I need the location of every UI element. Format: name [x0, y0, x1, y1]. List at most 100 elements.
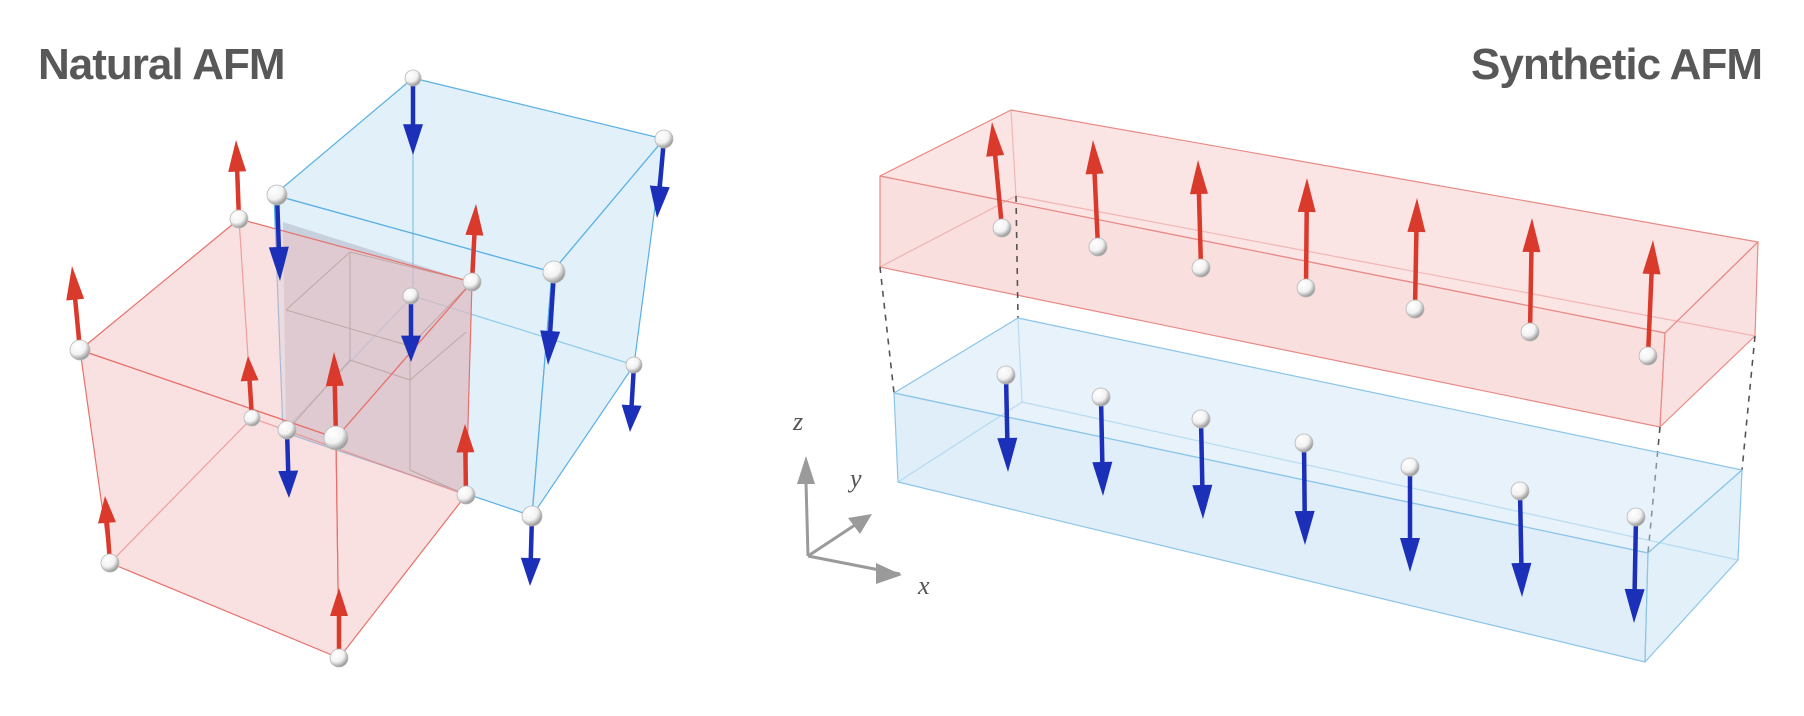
atom-sphere — [456, 485, 476, 505]
spin-site-down-4 — [1400, 457, 1420, 572]
spin-arrowhead — [621, 404, 642, 432]
spin-shaft — [1303, 209, 1309, 291]
z-axis-line — [804, 481, 810, 557]
atom-sphere — [1638, 346, 1658, 366]
spin-shaft — [1196, 191, 1204, 271]
spin-arrowhead — [456, 424, 475, 453]
spin-site-up-1 — [1085, 140, 1108, 257]
atom-sphere — [404, 69, 422, 87]
spin-arrowhead — [403, 124, 423, 155]
y-axis-line — [807, 521, 859, 558]
atom-sphere — [1191, 409, 1211, 429]
spin-shaft — [1301, 440, 1307, 514]
spin-arrowhead — [1085, 140, 1104, 175]
spin-shaft — [1517, 488, 1524, 566]
spin-site-up-11 — [323, 352, 349, 451]
spin-site-down-2 — [1191, 409, 1213, 519]
natural-spins — [66, 69, 674, 668]
spin-arrowhead — [1407, 198, 1426, 233]
z-axis-label: z — [792, 407, 803, 436]
atom-sphere — [992, 218, 1012, 238]
atom-sphere — [1400, 457, 1420, 477]
spin-site-down-6 — [1624, 507, 1646, 623]
atom-sphere — [996, 365, 1016, 385]
spin-arrowhead — [540, 330, 561, 365]
spin-site-up-3 — [1296, 178, 1316, 298]
spin-site-down-6 — [401, 287, 421, 362]
synthetic-spins — [986, 122, 1661, 623]
atom-sphere — [654, 129, 674, 149]
spin-arrowhead — [278, 470, 299, 498]
spin-shaft — [1632, 514, 1639, 592]
spin-shaft — [1527, 249, 1534, 335]
layer-connectors — [879, 195, 1756, 554]
spin-site-down-0 — [403, 69, 423, 155]
atom-sphere — [100, 553, 120, 573]
spin-site-down-5 — [1510, 481, 1532, 597]
spin-arrowhead — [228, 140, 247, 172]
spin-shaft — [1003, 372, 1010, 441]
spin-shaft — [1412, 229, 1419, 312]
atom-sphere — [1405, 299, 1425, 319]
y-axis-arrowhead — [848, 514, 872, 534]
atom-sphere — [1296, 278, 1316, 298]
natural-afm-group — [66, 69, 674, 668]
spin-site-down-1 — [649, 129, 674, 218]
spin-site-down-2 — [266, 184, 289, 281]
spin-arrowhead — [268, 246, 289, 281]
atom-sphere — [1294, 433, 1314, 453]
spin-arrowhead — [465, 204, 484, 236]
atom-sphere — [1091, 387, 1111, 407]
atom-sphere — [69, 339, 91, 361]
spin-arrowhead — [1189, 160, 1208, 195]
spin-arrowhead — [649, 185, 670, 218]
atom-sphere — [243, 409, 261, 427]
atom-sphere — [402, 287, 420, 305]
atom-sphere — [462, 272, 482, 292]
spin-shaft — [1198, 416, 1205, 488]
spin-arrowhead — [986, 122, 1005, 157]
atom-sphere — [1191, 258, 1211, 278]
spin-site-up-4 — [462, 204, 484, 292]
spin-site-up-2 — [1189, 160, 1211, 278]
atom-sphere — [323, 425, 349, 451]
spin-arrowhead — [997, 437, 1018, 472]
spin-arrowhead — [66, 266, 85, 301]
panel-title-natural-afm: Natural AFM — [38, 40, 285, 89]
spin-arrowhead — [1294, 510, 1315, 545]
spin-arrowhead — [1400, 538, 1420, 572]
spin-arrowhead — [1642, 240, 1661, 275]
spin-shaft — [992, 153, 1005, 231]
atom-sphere — [625, 356, 643, 374]
z-axis-arrowhead — [797, 456, 815, 484]
spin-arrowhead — [1522, 218, 1541, 253]
atom-sphere — [1520, 322, 1540, 342]
spin-site-up-15 — [329, 588, 349, 668]
atom-sphere — [329, 648, 349, 668]
spin-arrowhead — [1192, 484, 1213, 519]
spin-arrowhead — [401, 335, 421, 362]
spin-site-down-1 — [1091, 387, 1113, 496]
coordinate-axes — [797, 456, 902, 584]
spin-site-down-5 — [540, 260, 566, 365]
red-cube — [79, 218, 473, 659]
panel-title-synthetic-afm: Synthetic AFM — [1471, 40, 1763, 89]
spin-arrowhead — [1624, 588, 1645, 623]
spin-arrowhead — [240, 356, 259, 382]
spin-site-up-3 — [228, 140, 249, 229]
spin-site-up-14 — [98, 496, 120, 573]
atom-sphere — [521, 505, 543, 527]
spin-arrowhead — [325, 352, 344, 387]
y-axis-label: y — [847, 464, 862, 493]
spin-site-down-3 — [1294, 433, 1315, 545]
atom-sphere — [229, 209, 249, 229]
spin-shaft — [1098, 394, 1105, 465]
x-axis-label: x — [917, 571, 930, 600]
spin-site-down-13 — [520, 505, 543, 586]
spin-shaft — [1092, 171, 1101, 250]
atom-sphere — [266, 184, 288, 206]
spin-site-up-12 — [456, 424, 476, 505]
blue-layer-slab — [893, 317, 1743, 663]
spin-arrowhead — [98, 496, 116, 524]
spin-site-down-10 — [277, 420, 299, 498]
